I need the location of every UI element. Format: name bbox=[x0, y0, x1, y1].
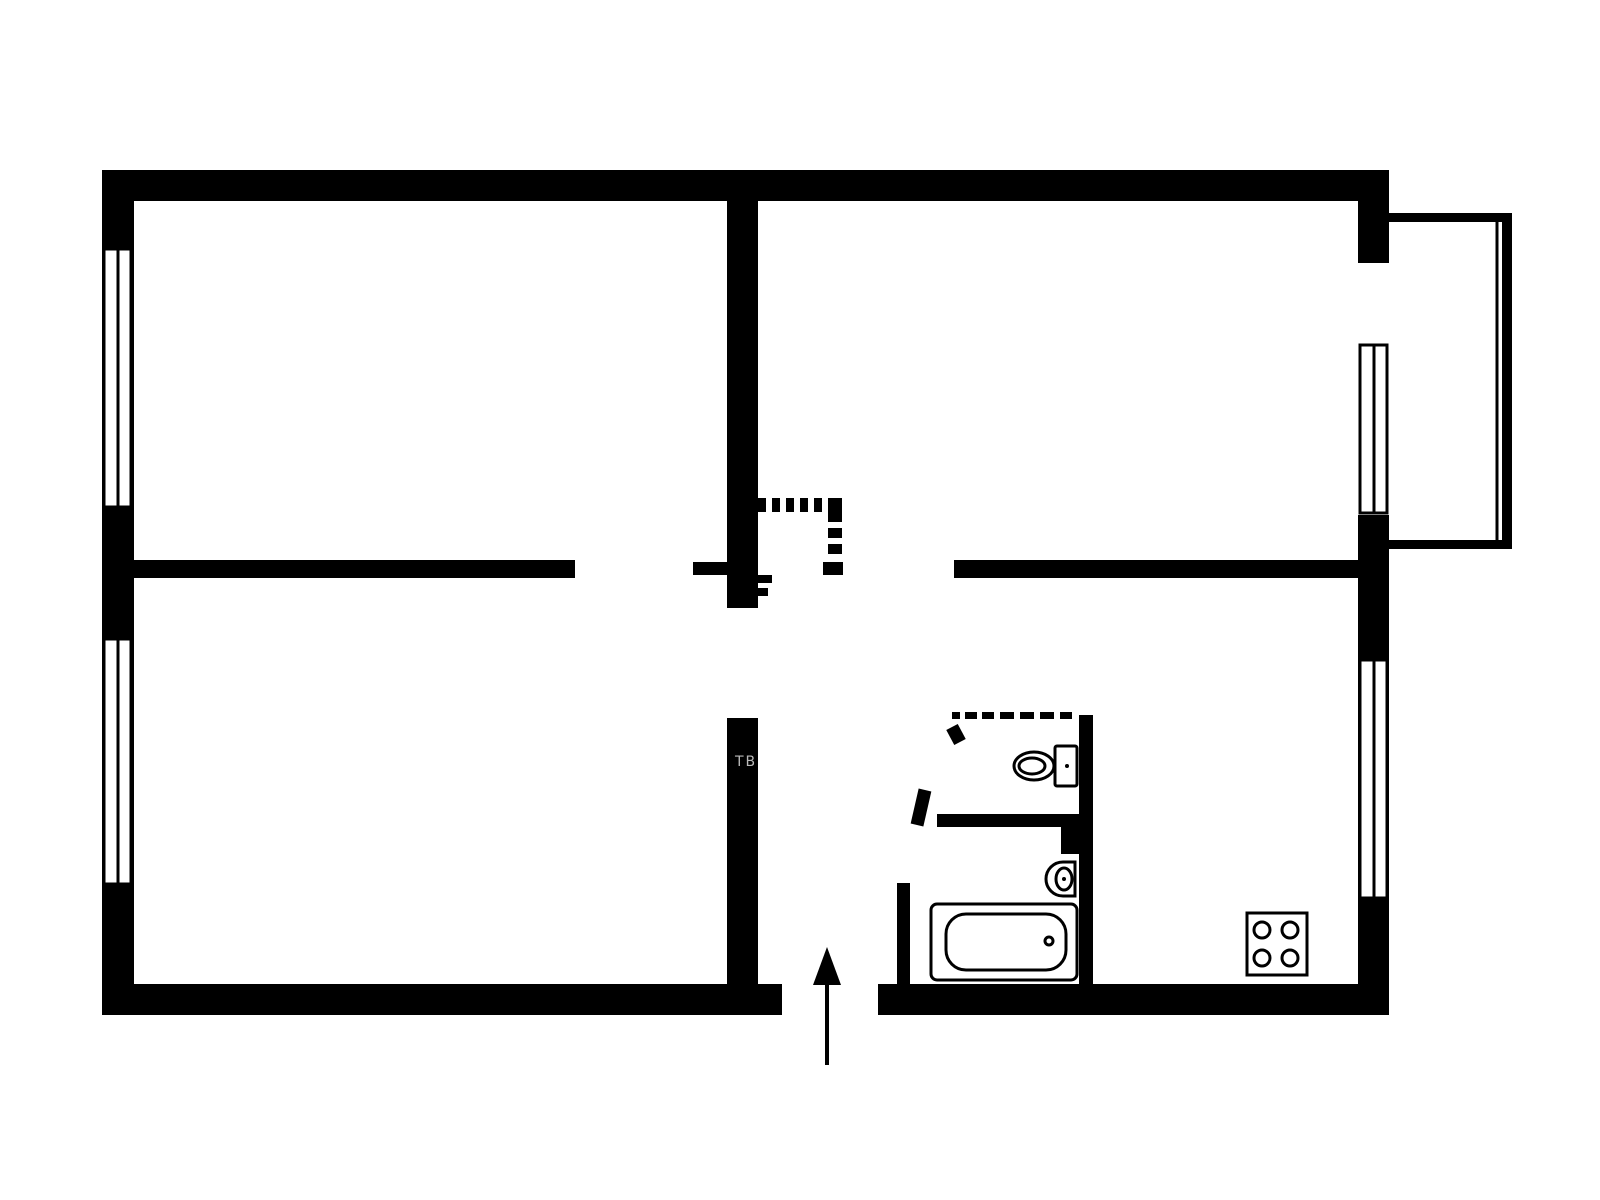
window-left-lower bbox=[102, 637, 133, 886]
stove-icon bbox=[1245, 911, 1309, 977]
window-left-upper bbox=[102, 247, 133, 509]
wall-center-upper bbox=[727, 170, 758, 608]
toilet-icon bbox=[1012, 744, 1079, 788]
bath-wall-left bbox=[897, 883, 910, 984]
wall-right-upper bbox=[1358, 170, 1389, 263]
window-right-lower bbox=[1358, 658, 1389, 900]
bathroom-top-dash bbox=[952, 712, 1072, 719]
entrance-arrow-icon bbox=[813, 947, 841, 1065]
walls bbox=[102, 170, 1389, 1015]
wall-stub-center bbox=[693, 562, 735, 575]
wall-center-lower bbox=[727, 718, 758, 984]
bathroom-door-marks bbox=[910, 723, 966, 827]
balcony bbox=[1389, 213, 1512, 549]
window-right-upper bbox=[1358, 343, 1389, 515]
wall-bottom-left bbox=[102, 984, 782, 1015]
wall-bottom-right bbox=[878, 984, 1389, 1015]
faint-room-label: ТВ bbox=[735, 754, 758, 770]
bathtub-icon bbox=[929, 902, 1079, 982]
sink-icon bbox=[1044, 860, 1077, 898]
wall-left-horizontal bbox=[134, 560, 575, 578]
closet-dashed bbox=[758, 498, 843, 596]
wall-right-horizontal bbox=[954, 560, 1358, 578]
bath-wall-right bbox=[1079, 715, 1093, 984]
windows bbox=[102, 247, 1389, 900]
bath-wall-stub bbox=[1061, 814, 1079, 854]
bath-wall-middle bbox=[937, 814, 1061, 827]
